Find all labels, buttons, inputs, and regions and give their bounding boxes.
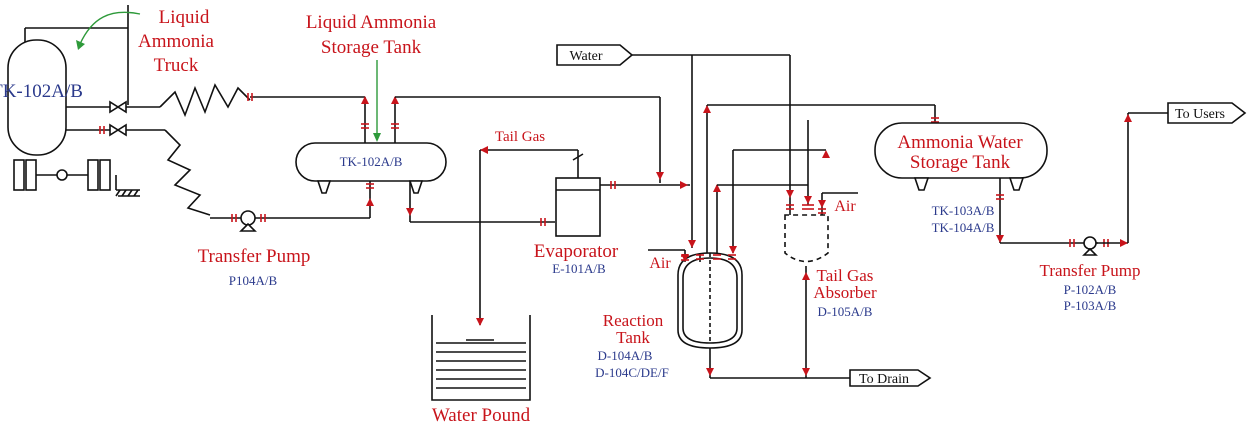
- p103-tag: P-103A/B: [1064, 298, 1117, 313]
- ammonia-truck: TK-102A/B: [0, 5, 140, 197]
- tail-gas-absorber-line1: Tail Gas: [817, 266, 874, 285]
- truck-wheel: [13, 159, 25, 191]
- storage-fill-arrowhead: [373, 133, 381, 142]
- tk102-storage-tag: TK-102A/B: [340, 154, 403, 169]
- d105-tag: D-105A/B: [818, 304, 873, 319]
- evaporator-e101: [555, 150, 601, 237]
- air-label-2: Air: [834, 198, 856, 215]
- aw-storage-shell: [874, 122, 1048, 179]
- storage-title-line2: Storage Tank: [321, 37, 422, 58]
- water-pound-label: Water Pound: [432, 405, 531, 426]
- transfer-pump-p102: [1082, 236, 1109, 256]
- transfer-pump-p104: [231, 210, 266, 232]
- e101-tag: E-101A/B: [552, 261, 606, 276]
- to-users-label: To Users: [1175, 107, 1225, 122]
- tail-gas-absorber-line2: Absorber: [813, 283, 877, 302]
- truck-title-line1: Liquid: [159, 7, 210, 28]
- reaction-label-line1: Reaction: [603, 311, 664, 330]
- tk103-tag: TK-103A/B: [932, 203, 995, 218]
- tail-gas-absorber: [784, 214, 829, 263]
- reaction-tank: [677, 252, 743, 349]
- tail-gas-label: Tail Gas: [495, 129, 545, 145]
- truck-title-line3: Truck: [154, 55, 199, 76]
- transfer-pump-1-label: Transfer Pump: [198, 246, 311, 267]
- d104cdef-tag: D-104C/DE/F: [595, 365, 669, 380]
- truck-tag: TK-102A/B: [0, 81, 83, 102]
- to-users-outlet: [1167, 102, 1247, 124]
- tk102-storage-shell: [295, 142, 447, 182]
- to-drain-label: To Drain: [859, 372, 909, 387]
- to-drain-outlet: [849, 369, 932, 387]
- reaction-label-line2: Tank: [616, 328, 650, 347]
- p102-tag: P-102A/B: [1064, 282, 1117, 297]
- evaporator-body: [555, 177, 601, 237]
- truck-fill-arrowhead: [76, 40, 85, 50]
- aw-storage-line2: Storage Tank: [910, 152, 1011, 173]
- p104-tag: P104A/B: [229, 273, 278, 288]
- tk104-tag: TK-104A/B: [932, 220, 995, 235]
- truck-outlet-upper: [66, 83, 365, 118]
- truck-wheel: [87, 159, 99, 191]
- water-pound: [431, 315, 531, 401]
- absorber-shell: [784, 214, 829, 263]
- truck-wheel: [99, 159, 111, 191]
- air-label-1: Air: [649, 255, 671, 272]
- ammonia-water-storage-tank: [874, 122, 1048, 191]
- truck-title-line2: Ammonia: [138, 31, 215, 52]
- water-label: Water: [569, 49, 602, 64]
- truck-fill-arrow-line: [79, 11, 141, 45]
- truck-wheel: [25, 159, 37, 191]
- storage-title-line1: Liquid Ammonia: [306, 12, 437, 33]
- evaporator-label: Evaporator: [534, 241, 619, 262]
- truck-tank-shell: [7, 39, 67, 156]
- water-inlet: [556, 44, 634, 66]
- aw-storage-line1: Ammonia Water: [897, 132, 1023, 153]
- d104ab-tag: D-104A/B: [598, 348, 653, 363]
- liquid-ammonia-storage-tank: TK-102A/B: [295, 142, 447, 194]
- transfer-pump-2-label: Transfer Pump: [1040, 261, 1141, 280]
